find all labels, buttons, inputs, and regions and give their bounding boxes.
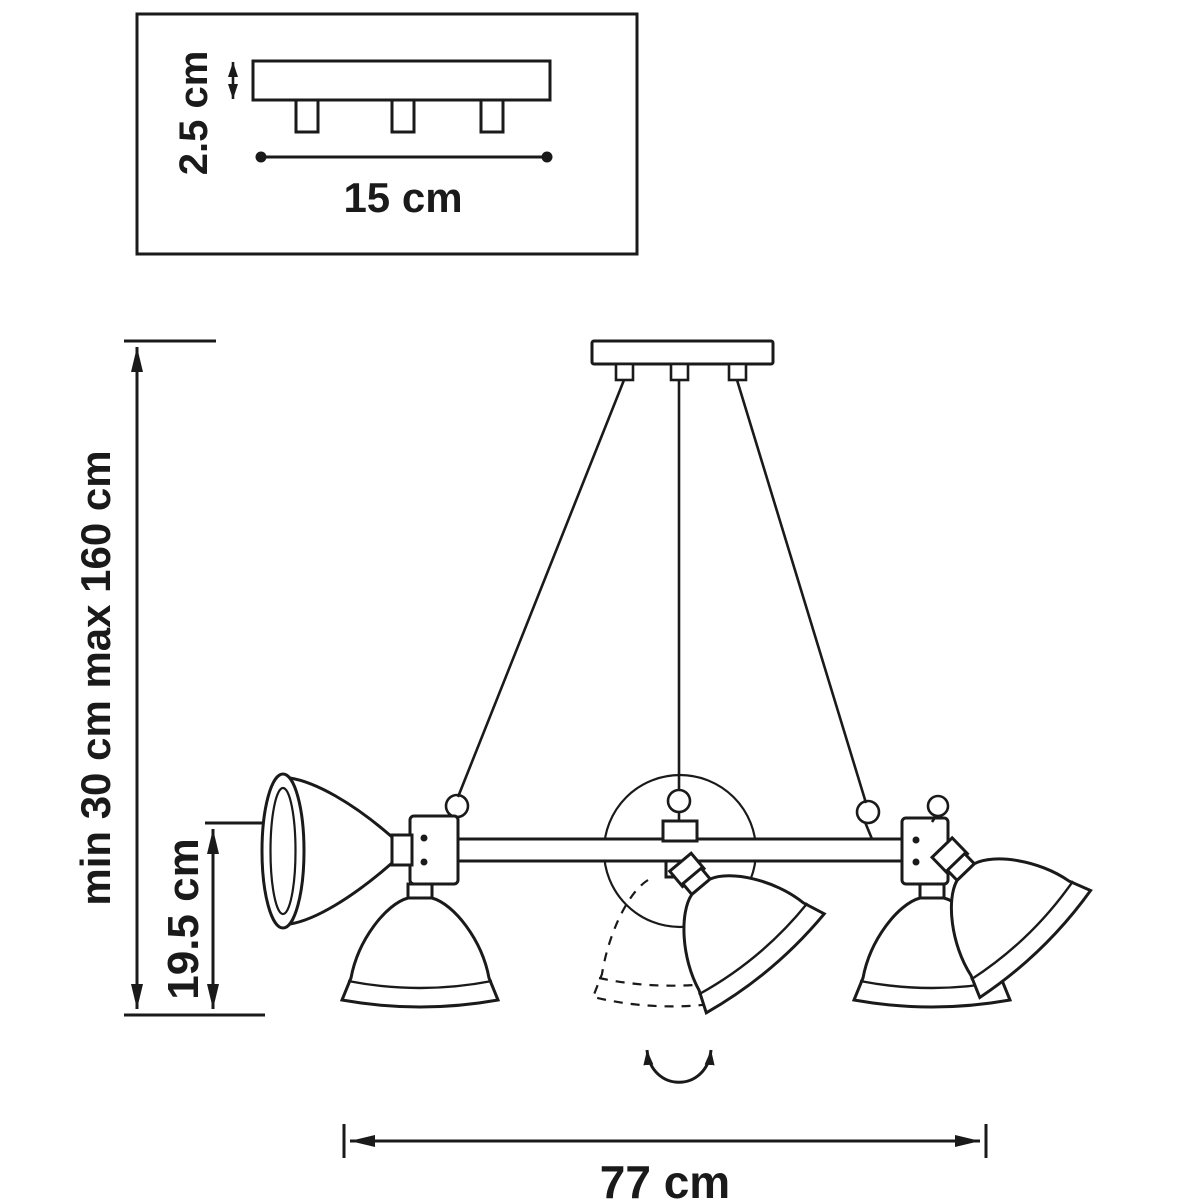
cable-gland bbox=[727, 362, 748, 382]
plate-stud bbox=[479, 98, 505, 134]
dimension-end-dot bbox=[255, 151, 267, 163]
loop-stem bbox=[930, 815, 938, 823]
rotation-arrow bbox=[643, 1049, 715, 1084]
mount-plate-drawing bbox=[251, 59, 552, 134]
shade-rim-outer bbox=[260, 772, 306, 930]
shade-collar bbox=[390, 833, 414, 867]
screw bbox=[912, 836, 920, 844]
right-angled-shade bbox=[929, 835, 1093, 1000]
plate-height-dimension: 2.5 cm bbox=[172, 51, 238, 176]
shade-body bbox=[682, 874, 827, 1016]
mount-plate bbox=[251, 59, 552, 102]
canopy bbox=[590, 339, 775, 382]
loop-stem bbox=[863, 821, 874, 840]
center-angled-shade bbox=[667, 851, 827, 1016]
dimension-end-dot bbox=[541, 151, 553, 163]
cable-right bbox=[735, 379, 868, 804]
shade-neck bbox=[918, 882, 946, 900]
plate-width-dimension: 15 cm bbox=[255, 151, 553, 221]
left-horn-shade bbox=[260, 772, 414, 930]
alternate-position-shade-dashed bbox=[591, 879, 721, 1008]
screw bbox=[420, 834, 428, 842]
left-bell-shade bbox=[339, 882, 501, 1009]
left-lamp-assembly bbox=[260, 772, 501, 1009]
plate-stud bbox=[390, 98, 416, 134]
fixture-width-dimension: 77 cm bbox=[342, 1124, 988, 1200]
bar-clamp bbox=[661, 819, 699, 843]
cable-gland bbox=[614, 362, 635, 382]
shade-body bbox=[339, 896, 501, 1009]
shade-height-label: 19.5 cm bbox=[159, 838, 208, 999]
shade-rim-band bbox=[698, 902, 809, 996]
plate-width-label: 15 cm bbox=[343, 174, 462, 221]
suspension-cables bbox=[456, 379, 868, 804]
center-assembly bbox=[661, 788, 827, 1016]
fixture-width-label: 77 cm bbox=[600, 1156, 730, 1200]
shade-neck bbox=[406, 882, 434, 900]
screw bbox=[420, 858, 428, 866]
hanging-loop bbox=[666, 788, 692, 814]
shade-rim-band bbox=[347, 979, 493, 990]
right-lamp-assembly bbox=[851, 794, 1093, 1009]
inset-panel: 2.5 cm 15 cm bbox=[135, 12, 639, 256]
dashed-shade-rim bbox=[598, 976, 695, 987]
shade-rim-band bbox=[970, 880, 1075, 981]
drop-height-dimension: min 30 cm max 160 cm bbox=[72, 339, 265, 1017]
cable-gland bbox=[669, 362, 690, 382]
pivot-bracket bbox=[408, 814, 460, 886]
hanging-loop bbox=[855, 799, 881, 825]
cable-left bbox=[456, 379, 626, 798]
shade-rim-inner bbox=[269, 786, 297, 916]
plate-height-label: 2.5 cm bbox=[172, 51, 216, 176]
fixture-drawing bbox=[260, 339, 1093, 1084]
inset-border bbox=[135, 12, 639, 256]
shade-body bbox=[949, 857, 1093, 1000]
hanging-loop bbox=[444, 793, 470, 819]
screw bbox=[912, 858, 920, 866]
canopy-plate bbox=[590, 339, 775, 366]
shade-height-dimension: 19.5 cm bbox=[159, 821, 263, 1009]
hanging-loop bbox=[926, 794, 950, 818]
drop-range-label: min 30 cm max 160 cm bbox=[72, 450, 119, 905]
plate-stud bbox=[294, 98, 320, 134]
